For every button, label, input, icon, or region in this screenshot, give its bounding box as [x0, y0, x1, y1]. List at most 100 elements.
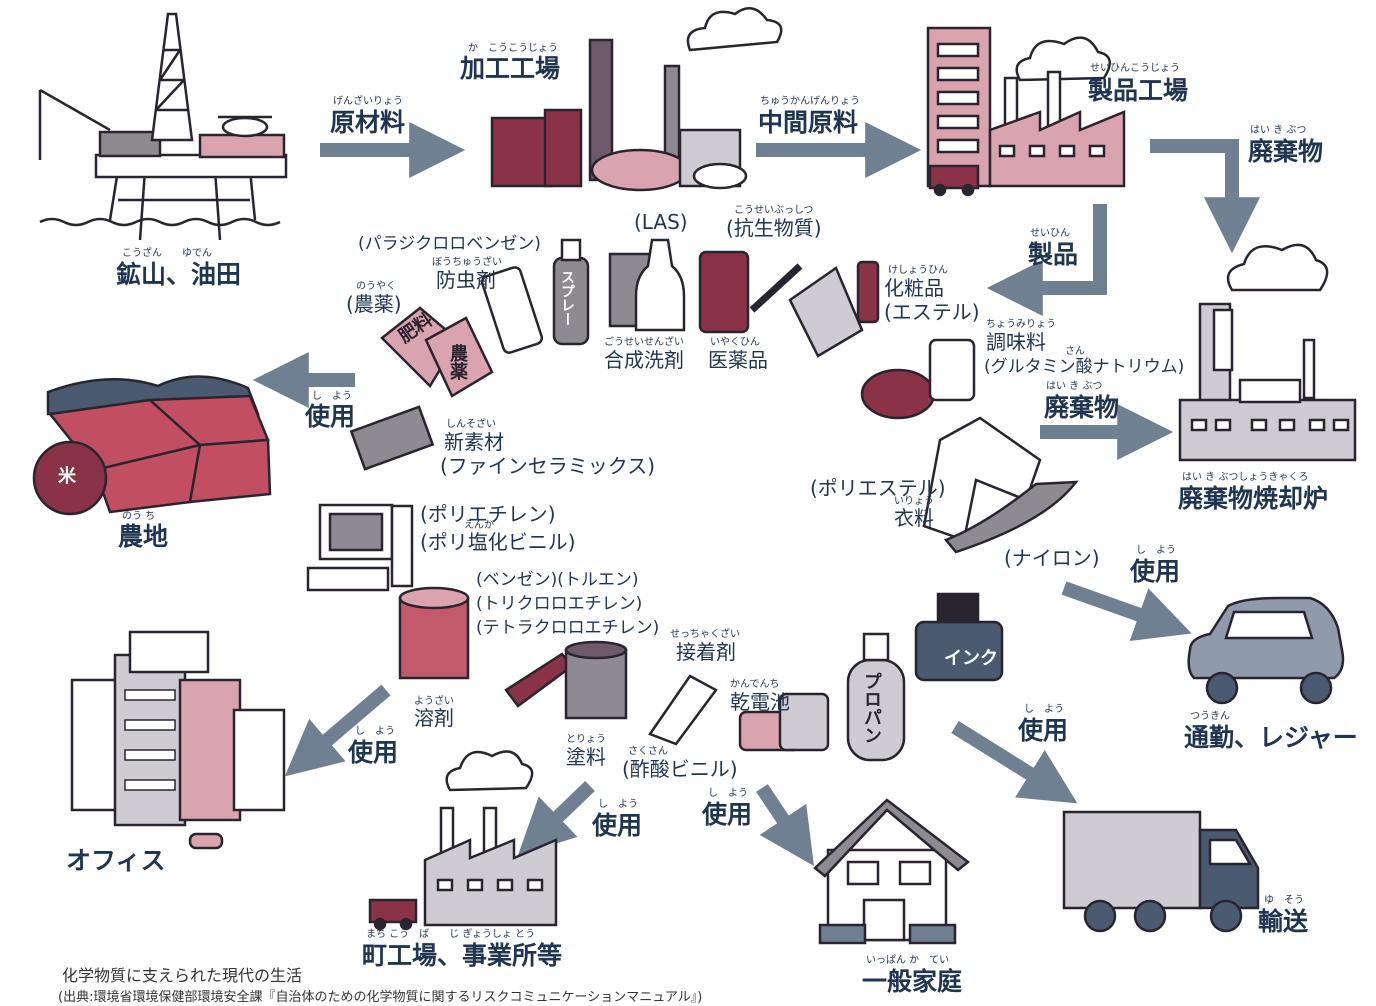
car-illustration — [1187, 596, 1345, 705]
solvent-chem1: (ベンゼン)(トルエン) — [476, 570, 639, 590]
household-label: 一般家庭 — [862, 967, 963, 996]
waste-mid-ruby: はい き ぶつ — [1046, 381, 1103, 392]
office-label: オフィス — [66, 846, 166, 875]
propane-label: プロパン — [861, 672, 882, 744]
commute-label: 通勤、レジャー — [1184, 723, 1358, 752]
office-illustration — [70, 630, 286, 850]
factory-use-ruby: し よう — [598, 799, 638, 810]
caption: 化学物質に支えられた現代の生活 — [62, 966, 303, 985]
clothing-chem2: (ナイロン) — [1004, 546, 1100, 570]
mine-label: 鉱山、油田 — [116, 260, 242, 289]
refinery-illustration — [490, 7, 783, 192]
adhesive-ruby: せっちゃくざい — [670, 629, 740, 640]
farmland-ruby: のう ち — [122, 511, 156, 522]
solvent-chem2: (トリクロロエチレン) — [476, 594, 643, 614]
transport-ruby: ゆ そう — [1264, 895, 1304, 906]
flow-arrows — [252, 122, 1260, 866]
waste-mid-label: 廃棄物 — [1044, 393, 1120, 422]
cosmetics-ruby: けしょうひん — [888, 265, 948, 276]
oil-rig-illustration — [38, 12, 288, 241]
farmland-illustration — [32, 375, 272, 516]
arrow-use-commute — [1061, 581, 1192, 642]
plastics-chem2: (ポリ塩化ビニル) — [420, 530, 576, 554]
factory-label: 製品工場 — [1088, 76, 1189, 105]
paint-chem: (酢酸ビニル) — [622, 757, 738, 781]
small-factory-illustration — [368, 750, 558, 931]
farmland-use-label: 使用 — [305, 402, 356, 431]
farmland-label: 農地 — [118, 522, 169, 551]
household-ruby: いっぱん か てい — [866, 955, 950, 966]
seasoning-ruby: ちょうみりょう — [986, 319, 1056, 330]
arrow-use-factory — [517, 780, 595, 856]
refinery-label: 加工工場 — [460, 54, 561, 83]
arrow-waste-top — [1150, 139, 1260, 254]
paint-label: 塗料 — [566, 745, 606, 769]
cosmetics-chem: (エステル) — [884, 300, 980, 324]
source-note: (出典:環境省環境保健部環境安全課『自治体のための化学物質に関するリスクコミュニ… — [58, 990, 703, 1005]
product-factory-illustration — [926, 26, 1126, 197]
office-use-label: 使用 — [348, 738, 399, 767]
raw-material-label: 原材料 — [330, 108, 406, 137]
house-illustration — [813, 798, 971, 945]
spray-label: スプレー — [559, 270, 575, 326]
intermediate-label: 中間原料 — [758, 108, 859, 137]
solvent-ruby: ようざい — [414, 696, 454, 707]
new-material-label: 新素材 — [444, 430, 504, 454]
factory-ruby: せいひんこうじょう — [1090, 63, 1180, 74]
incinerator-ruby: はい き ぶつしょうきゃくろ — [1182, 472, 1309, 483]
household-use-ruby: し よう — [708, 788, 748, 799]
small-factory-ruby: まち こう ば じ ぎょうしょ とう — [366, 929, 536, 940]
medicine-chem: (抗生物質) — [726, 216, 822, 240]
paint-chem-ruby: さくさん — [628, 746, 668, 757]
paint-ruby: とりょう — [566, 734, 606, 745]
waste-top-ruby: はい き ぶつ — [1250, 125, 1307, 136]
rice-label: 米 — [58, 466, 76, 487]
battery-ruby: かんでんち — [730, 679, 780, 690]
raw-material-ruby: げんざいりょう — [333, 96, 403, 107]
seasoning-chem-ruby: さん — [1065, 346, 1085, 357]
cosmetics-label: 化粧品 — [884, 276, 944, 300]
commute-use-label: 使用 — [1130, 557, 1181, 586]
office-use-ruby: し よう — [355, 726, 395, 737]
new-material-chem: (ファインセラミックス) — [440, 454, 656, 478]
pesticide-label: (農薬) — [346, 292, 402, 316]
seasoning-chem: (グルタミン酸ナトリウム) — [984, 357, 1185, 377]
solvent-label: 溶剤 — [414, 706, 454, 730]
arrow-product — [986, 204, 1107, 316]
transport-use-ruby: し よう — [1024, 704, 1064, 715]
clothing-label: 衣料 — [894, 506, 934, 530]
commute-ruby: つうきん — [1190, 711, 1230, 722]
truck-illustration — [1062, 810, 1260, 933]
incinerator-label: 廃棄物焼却炉 — [1178, 484, 1329, 513]
mine-ruby: こうざん ゆでん — [122, 248, 212, 259]
arrow-use-office — [284, 684, 391, 777]
moth-ruby: ぼうちゅうざい — [432, 257, 502, 268]
medicine-label: 医薬品 — [708, 348, 768, 372]
arrow-use-transport — [951, 721, 1078, 804]
clothing-ruby: いりょう — [894, 496, 934, 507]
transport-label: 輸送 — [1258, 907, 1309, 936]
adhesive-label: 接着剤 — [676, 640, 736, 664]
pesticide-ruby: のうやく — [356, 281, 396, 292]
transport-use-label: 使用 — [1018, 716, 1069, 745]
agri-bag-label: 農薬 — [447, 344, 468, 380]
seasoning-label: 調味料 — [986, 330, 1046, 354]
detergent-ruby: ごうせいせんざい — [604, 337, 684, 348]
waste-top-label: 廃棄物 — [1248, 137, 1324, 166]
intermediate-ruby: ちゅうかんげんりょう — [760, 96, 860, 107]
product-ruby: せいひん — [1030, 228, 1070, 239]
commute-use-ruby: し よう — [1136, 545, 1176, 556]
ink-label: インク — [944, 648, 998, 669]
farmland-use-ruby: し よう — [312, 391, 352, 402]
new-material-ruby: しんそざい — [446, 419, 496, 430]
moth-chem: (パラジクロロベンゼン) — [358, 234, 541, 254]
detergent-label: 合成洗剤 — [604, 348, 684, 372]
arrow-use-household — [756, 784, 814, 866]
plastics-chem1: (ポリエチレン) — [420, 502, 556, 526]
battery-label: 乾電池 — [730, 690, 790, 714]
solvent-chem3: (テトラクロロエチレン) — [476, 618, 660, 638]
medicine-ruby: いやくひん — [710, 337, 760, 348]
moth-label: 防虫剤 — [436, 268, 496, 292]
